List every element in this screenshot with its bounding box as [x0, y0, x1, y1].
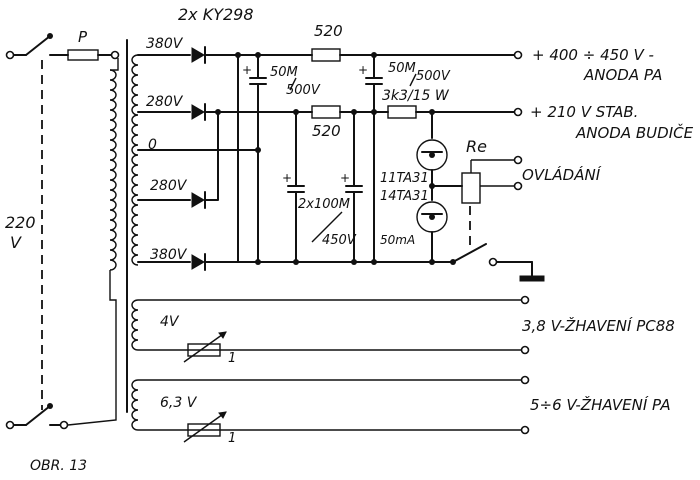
- rheostat-1: [183, 331, 227, 363]
- tubes-2: 14TA31: [380, 189, 429, 204]
- relay-contact: [450, 243, 533, 267]
- fuse-label: P: [78, 28, 88, 46]
- capacitor-50m-b: [365, 54, 383, 263]
- resistor-3k3: [387, 105, 417, 119]
- tap-0: 0: [148, 137, 157, 153]
- ground-symbol: [519, 261, 545, 282]
- out-anoda-pa-1: + 400 ÷ 450 V -: [532, 46, 654, 64]
- capacitor-100m-a: [287, 111, 305, 263]
- resistor-520-top: [311, 48, 341, 62]
- fuse-p: [67, 49, 120, 61]
- tap-380-bottom: 380V: [150, 247, 188, 263]
- plus-4: +: [340, 171, 350, 185]
- resistor-520-mid: [311, 105, 341, 119]
- cap-50m-b-1: 50M: [388, 61, 416, 76]
- pot-1: 1: [228, 351, 236, 366]
- out-pa-heat: 5÷6 V-ŽHAVENÍ PA: [530, 395, 671, 414]
- capacitor-50m-a: [249, 54, 267, 263]
- tap-280-top: 280V: [146, 94, 184, 110]
- hv-secondary: [131, 54, 139, 266]
- out-budice-2: ANODA BUDIČE: [575, 123, 694, 142]
- res-520-mid-label: 520: [312, 122, 341, 140]
- rheostat-2: [183, 411, 227, 443]
- mains-switch-bottom: [5, 403, 69, 430]
- transformer-primary: [67, 58, 119, 426]
- tap-280-bottom: 280V: [150, 178, 188, 194]
- stabilizer-tube-1: [416, 139, 448, 171]
- tube-current: 50mA: [380, 233, 415, 247]
- heater-63v-label: 6,3 V: [160, 395, 198, 411]
- plus-3: +: [282, 171, 292, 185]
- out-ovladani: OVLÁDÁNÍ: [522, 165, 602, 184]
- mains-switch-top: [5, 33, 69, 60]
- tubes-1: 11TA31: [380, 171, 429, 186]
- figure-label: OBR. 13: [30, 458, 87, 474]
- heater-4v-label: 4V: [160, 314, 180, 330]
- relay-re: [461, 159, 520, 246]
- cap-50m-a-1: 50M: [270, 65, 298, 80]
- diode-2: [191, 103, 206, 121]
- plus-1: +: [242, 63, 252, 77]
- out-pc88: 3,8 V-ŽHAVENÍ PC88: [522, 316, 675, 335]
- diode-1: [191, 46, 206, 64]
- diodes-label: 2x KY298: [178, 5, 254, 24]
- diode-4: [191, 253, 206, 271]
- cap-50m-a-2: 500V: [286, 83, 321, 98]
- stabilizer-tube-2: [416, 201, 448, 233]
- plus-2: +: [358, 63, 368, 77]
- cap-2x100-1: 2x100M: [298, 197, 350, 212]
- pot-2: 1: [228, 431, 236, 446]
- cap-2x100-2: 450V: [322, 233, 357, 248]
- mains-voltage: 220: [5, 213, 36, 232]
- capacitor-100m-b: [345, 111, 363, 263]
- diode-3: [191, 191, 206, 209]
- out-anoda-pa-2: ANODA PA: [583, 66, 662, 84]
- cap-50m-b-2: 500V: [416, 69, 451, 84]
- relay-label: Re: [466, 137, 487, 156]
- tap-380-top: 380V: [146, 36, 184, 52]
- out-budice-1: + 210 V STAB.: [530, 103, 638, 121]
- heater-winding-4v: [131, 299, 525, 351]
- res-3k3-label: 3k3/15 W: [382, 88, 450, 104]
- heater-winding-6v3: [131, 379, 525, 431]
- mains-unit: V: [10, 233, 22, 252]
- res-520-top-label: 520: [314, 22, 343, 40]
